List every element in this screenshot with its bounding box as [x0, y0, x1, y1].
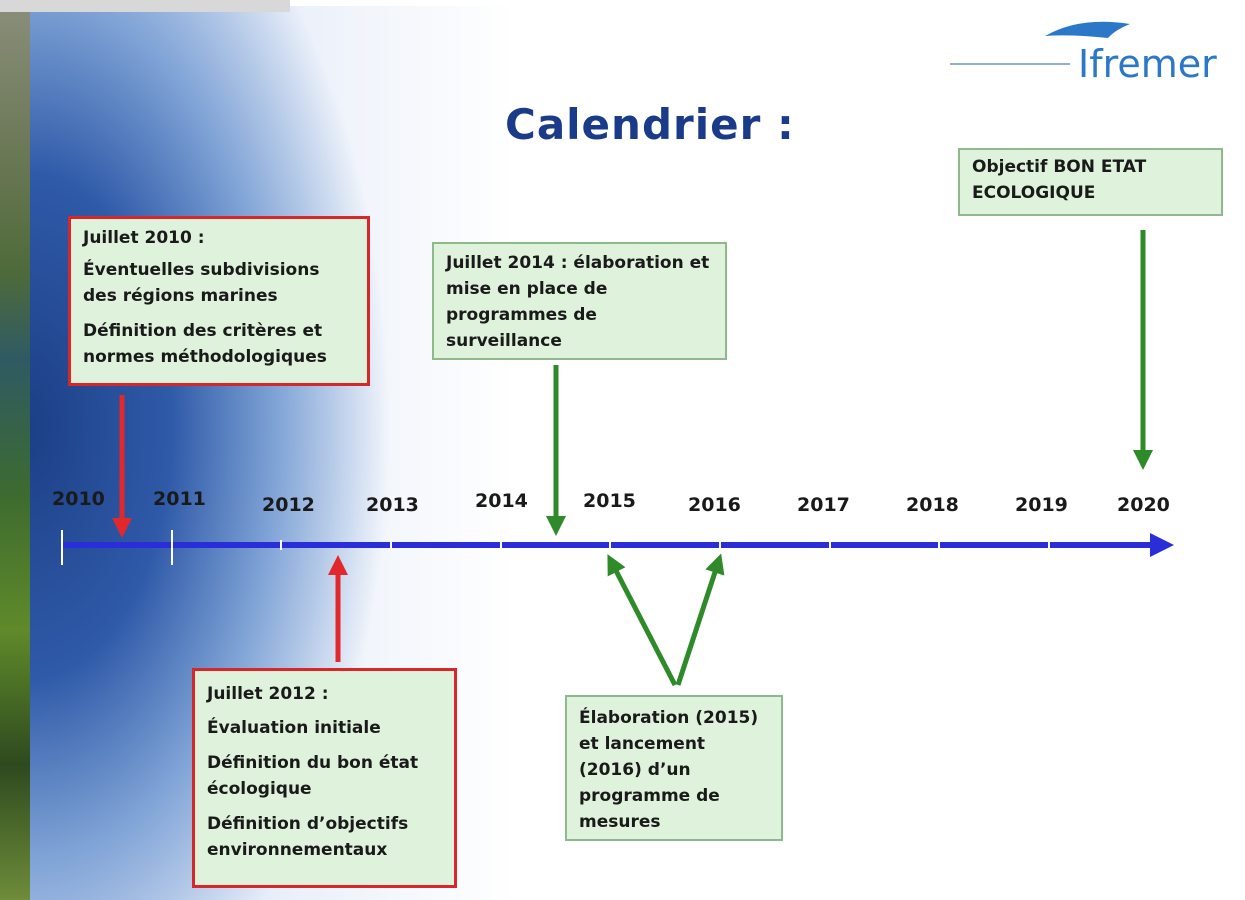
milestone-heading: Juillet 2012 :	[207, 684, 329, 704]
year-label: 2017	[797, 494, 850, 516]
milestone-line: Définition des critères et normes méthod…	[83, 321, 327, 367]
ifremer-logo-icon	[950, 21, 1130, 65]
logo-text: Ifremer	[1078, 42, 1217, 86]
milestone-text: Juillet 2014 : élaboration et mise en pl…	[446, 253, 710, 351]
milestone-2014-box: Juillet 2014 : élaboration et mise en pl…	[432, 242, 727, 360]
window-edge-top	[0, 0, 290, 12]
year-label: 2019	[1015, 494, 1068, 516]
year-label: 2020	[1117, 494, 1170, 516]
milestone-2010-box: Juillet 2010 : Éventuelles subdivisions …	[68, 216, 370, 386]
window-edge-left	[0, 0, 30, 900]
milestone-heading: Juillet 2010 :	[83, 228, 205, 248]
milestone-line: Définition d’objectifs environnementaux	[207, 814, 409, 860]
milestone-2015-box: Élaboration (2015) et lancement (2016) d…	[565, 695, 783, 841]
arrow-2016	[675, 553, 725, 686]
arrow-2015	[607, 554, 678, 687]
milestone-line: Définition du bon état écologique	[207, 753, 419, 799]
year-label: 2011	[153, 488, 206, 510]
milestone-line: Éventuelles subdivisions des régions mar…	[83, 260, 320, 306]
page-title: Calendrier :	[505, 100, 795, 149]
milestone-2012-box: Juillet 2012 : Évaluation initiale Défin…	[192, 668, 457, 888]
milestone-text: Objectif BON ETAT ECOLOGIQUE	[972, 157, 1147, 203]
milestone-2020-box: Objectif BON ETAT ECOLOGIQUE	[958, 148, 1223, 216]
year-label: 2012	[262, 494, 315, 516]
year-label: 2015	[583, 490, 636, 512]
year-label: 2013	[366, 494, 419, 516]
year-label: 2014	[475, 490, 528, 512]
year-label: 2016	[688, 494, 741, 516]
milestone-line: Évaluation initiale	[207, 718, 381, 738]
year-label: 2018	[906, 494, 959, 516]
year-label: 2010	[52, 488, 105, 510]
milestone-text: Élaboration (2015) et lancement (2016) d…	[579, 708, 759, 832]
